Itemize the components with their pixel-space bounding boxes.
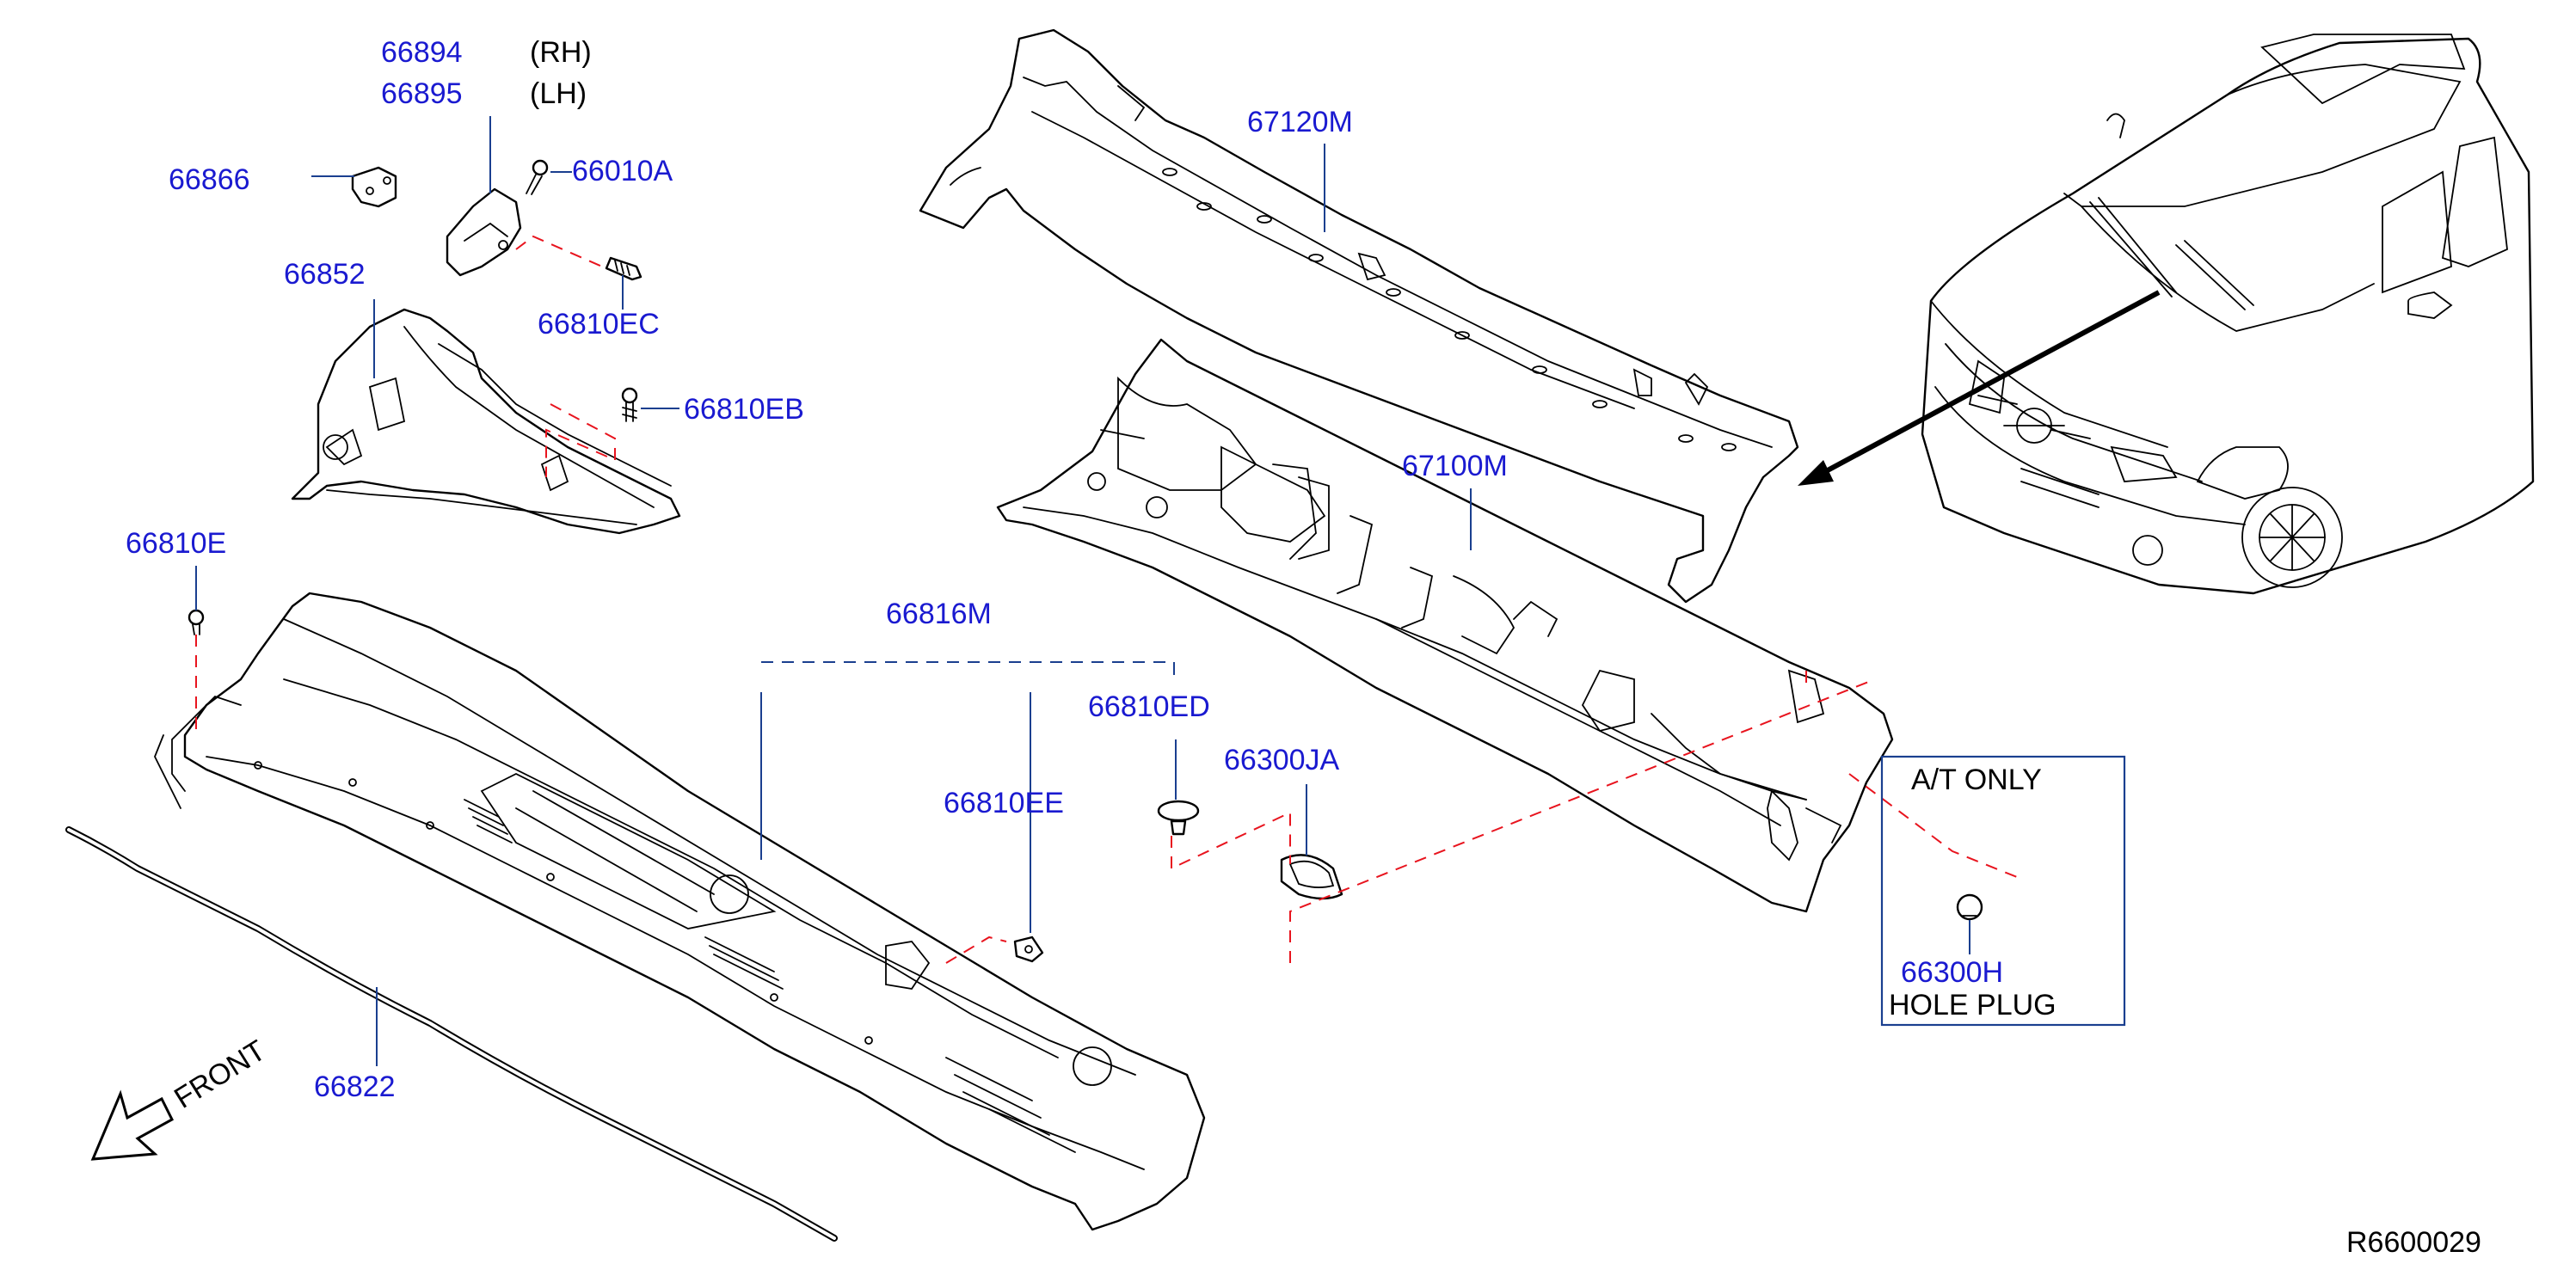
- label-66895: 66895: [381, 77, 463, 110]
- part-67100m-cowl-lower: [996, 338, 1894, 913]
- label-66300ja: 66300JA: [1224, 744, 1340, 776]
- inset-title: A/T ONLY: [1911, 764, 2042, 796]
- inset-frame: [1880, 755, 2126, 1027]
- part-66300ja-plug: [1280, 854, 1343, 900]
- part-66810ec-screw: [605, 256, 642, 281]
- part-66894-bracket: [446, 187, 522, 277]
- label-66810ed: 66810ED: [1088, 690, 1210, 723]
- label-rh: (RH): [530, 36, 592, 69]
- label-67120m: 67120M: [1247, 106, 1353, 138]
- part-66816m-cowl-cover: [154, 592, 1206, 1231]
- front-direction-indicator: FRONT: [90, 1034, 272, 1161]
- figure-code: R6600029: [2346, 1226, 2481, 1259]
- part-66810e-clip: [188, 609, 205, 635]
- inset-caption: HOLE PLUG: [1889, 989, 2056, 1021]
- label-66852: 66852: [284, 258, 366, 291]
- part-66810ee-clip: [1013, 936, 1044, 963]
- alignment-lines: [195, 235, 2018, 964]
- label-66810ec: 66810EC: [538, 308, 660, 340]
- part-66866-clip: [351, 166, 397, 208]
- part-number-labels: 66894 (RH) 66895 (LH) 66866 66010A 66852…: [126, 36, 2481, 1259]
- part-66010a-bolt: [526, 159, 549, 195]
- view-direction-arrow: [1798, 290, 2161, 486]
- label-66894: 66894: [381, 36, 463, 69]
- part-66822-seal-strip: [65, 826, 838, 1242]
- part-66810eb-screw: [621, 387, 638, 422]
- part-66810ed-grommet: [1157, 800, 1200, 836]
- leader-lines: [195, 116, 1970, 1066]
- front-label: FRONT: [169, 1034, 271, 1115]
- vehicle-illustration: [1921, 34, 2535, 595]
- label-66810ee: 66810EE: [944, 787, 1064, 819]
- at-only-inset: A/T ONLY HOLE PLUG: [1880, 755, 2126, 1027]
- part-66300h-hole-plug: [1956, 893, 1983, 921]
- label-66866: 66866: [169, 163, 250, 196]
- front-arrow-icon: [90, 1089, 174, 1161]
- label-66010a: 66010A: [572, 155, 673, 187]
- part-66852-cowl-side: [291, 308, 681, 535]
- label-66300h: 66300H: [1901, 956, 2003, 989]
- label-67100m: 67100M: [1402, 450, 1508, 482]
- label-66810e: 66810E: [126, 527, 226, 560]
- part-67120m-cowl-top: [919, 28, 1799, 604]
- label-66816m: 66816M: [886, 598, 992, 630]
- label-66822: 66822: [314, 1070, 396, 1103]
- label-66810eb: 66810EB: [684, 393, 804, 426]
- label-lh: (LH): [530, 77, 587, 110]
